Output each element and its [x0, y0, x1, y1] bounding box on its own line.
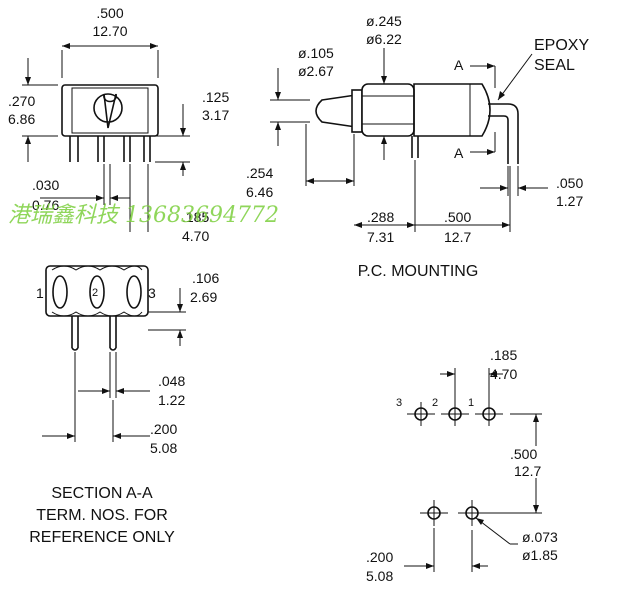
hole-dia-in: ø.073: [522, 529, 558, 545]
hole-1-label: 1: [468, 397, 474, 409]
pcb-span-mm: 5.08: [366, 568, 393, 584]
term-width-mm: 1.27: [556, 193, 583, 209]
pitch-in: .185: [182, 209, 209, 225]
bushing-dia-mm: ø6.22: [366, 31, 402, 47]
pcb-hole: [458, 500, 486, 526]
side-view: ø.245 ø6.22 ø.105 ø2.67 A: [246, 13, 589, 280]
pcb-hole: [475, 402, 503, 426]
height-mm: 6.86: [8, 111, 35, 127]
terminal-2-label: 2: [92, 287, 98, 299]
section-height-in: .106: [192, 270, 219, 286]
pc-mounting-title: P.C. MOUNTING: [358, 263, 479, 280]
section-caption-1: SECTION A-A: [51, 485, 153, 502]
pitch-mm: 4.70: [182, 228, 209, 244]
epoxy-label: EPOXY: [534, 37, 589, 54]
section-view: 1 2 3 .106 2.69 .048 1.22 .2: [29, 265, 219, 546]
bushing-dia-in: ø.245: [366, 13, 402, 29]
lever-length-in: .254: [246, 165, 273, 181]
section-caption-3: REFERENCE ONLY: [29, 529, 175, 546]
hole-2-label: 2: [432, 397, 438, 409]
pin-length-in: .125: [202, 89, 229, 105]
pcb-layout: .185 4.70 3 2 1 .500 12.7: [366, 347, 558, 584]
pin-dia-in: .030: [32, 177, 59, 193]
lever-dia-mm: ø2.67: [298, 63, 334, 79]
pin-dia-mm: 0.76: [32, 197, 59, 213]
width-in: .500: [96, 5, 123, 21]
pcb-hole: [420, 500, 448, 526]
terminal-3-label: 3: [148, 285, 156, 301]
pcb-hole: [407, 402, 435, 426]
term-width-in: .050: [556, 175, 583, 191]
body-length-mm: 12.7: [444, 229, 471, 245]
section-caption-2: TERM. NOS. FOR: [36, 507, 168, 524]
lever-length-mm: 6.46: [246, 184, 273, 200]
body-length-in: .500: [444, 209, 471, 225]
section-span-in: .200: [150, 421, 177, 437]
section-height-mm: 2.69: [190, 289, 217, 305]
width-mm: 12.70: [92, 23, 127, 39]
pcb-hole: [441, 402, 469, 426]
lever-dia-in: ø.105: [298, 45, 334, 61]
pin-length-mm: 3.17: [202, 107, 229, 123]
watermark: 港瑞鑫科技 13683694772: [8, 203, 279, 228]
section-term-w-in: .048: [158, 373, 185, 389]
pcb-pitch-in: .185: [490, 347, 517, 363]
hole-3-label: 3: [396, 397, 402, 409]
bushing-length-in: .288: [367, 209, 394, 225]
pcb-span-in: .200: [366, 549, 393, 565]
section-term-w-mm: 1.22: [158, 392, 185, 408]
bushing-length-mm: 7.31: [367, 229, 394, 245]
section-span-mm: 5.08: [150, 440, 177, 456]
height-in: .270: [8, 93, 35, 109]
pcb-row-in: .500: [510, 446, 537, 462]
pcb-pitch-mm: 4.70: [490, 366, 517, 382]
section-a-bottom: A: [454, 145, 464, 161]
section-a-top: A: [454, 57, 464, 73]
seal-label: SEAL: [534, 57, 575, 74]
hole-dia-mm: ø1.85: [522, 547, 558, 563]
top-view: .500 12.70 .270 6.86 .125 3.17: [8, 5, 229, 244]
pcb-row-mm: 12.7: [514, 463, 541, 479]
terminal-1-label: 1: [36, 285, 44, 301]
